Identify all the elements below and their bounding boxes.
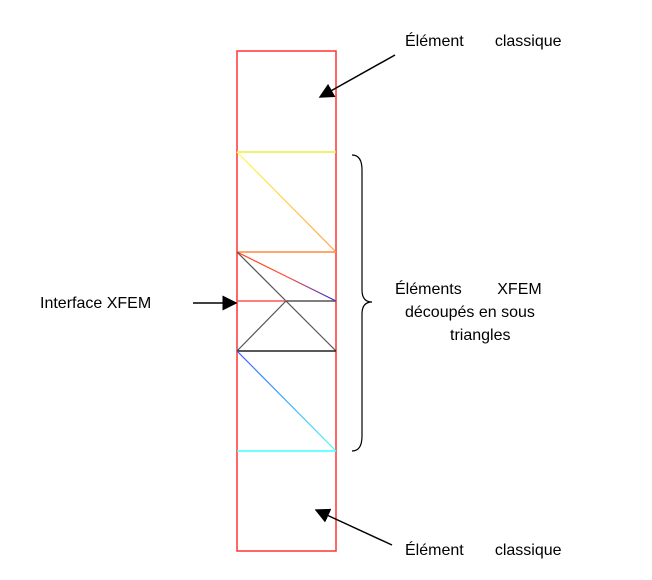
xfem-label-line2: découpés en sous — [405, 304, 535, 321]
xfem-label-line1: Éléments XFEM — [395, 281, 542, 298]
gray-diagonal-lower — [236, 300, 287, 352]
red-purple-diagonal — [236, 251, 337, 302]
top-arrow — [318, 54, 396, 98]
bottom-element-label: Élément classique — [405, 542, 562, 559]
yellow-diagonal — [236, 151, 337, 253]
curly-brace — [351, 154, 373, 452]
interface-label: Interface XFEM — [40, 295, 152, 312]
blue-cyan-diagonal — [236, 350, 337, 452]
top-element-label: Élément classique — [405, 33, 562, 50]
bottom-arrow — [314, 508, 393, 546]
xfem-label-line3: triangles — [450, 327, 511, 344]
